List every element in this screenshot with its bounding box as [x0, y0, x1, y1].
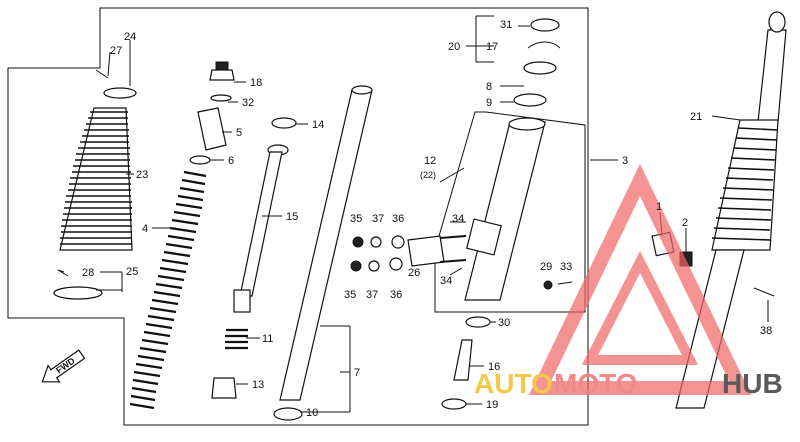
callout-17: 17	[486, 41, 498, 53]
forward-direction-arrow: FWD	[41, 349, 86, 383]
callout-16: 16	[488, 361, 500, 373]
callout-37-lower: 37	[366, 289, 378, 301]
watermark-logo	[528, 163, 752, 395]
callout-31: 31	[500, 19, 512, 31]
washer-36-lower	[389, 257, 403, 271]
clamp-screw-27	[95, 69, 109, 79]
callout-34-lower: 34	[440, 275, 452, 287]
assembly-frame	[7, 7, 589, 426]
slider-bracket-outline	[434, 111, 586, 313]
callout-36-upper: 36	[392, 213, 404, 225]
stud-34-upper	[439, 235, 467, 239]
washer-37-upper	[370, 236, 382, 248]
callout-6: 6	[228, 155, 234, 167]
callout-4: 4	[142, 223, 148, 235]
watermark-auto: AUTO	[474, 368, 553, 399]
washer-37-lower	[368, 260, 380, 272]
callout-33: 33	[560, 261, 572, 273]
callout-11: 11	[262, 333, 273, 345]
callout-9: 9	[486, 97, 492, 109]
lower-boot-clamp	[53, 286, 103, 300]
callout-10: 10	[306, 407, 318, 419]
nut-35-upper	[352, 236, 364, 248]
callout-7: 7	[354, 367, 360, 379]
callout-37-upper: 37	[372, 213, 384, 225]
callout-38: 38	[760, 325, 772, 337]
callout-19: 19	[486, 399, 498, 411]
drain-bolt-33	[557, 281, 573, 285]
washer-6	[189, 155, 211, 165]
dust-seal-31	[530, 18, 560, 32]
back-up-ring-9	[513, 93, 547, 107]
callout-18: 18	[250, 77, 262, 89]
fork-slider-12	[464, 117, 546, 301]
washer-30	[465, 316, 491, 328]
callout-30: 30	[498, 317, 510, 329]
callout-27: 27	[110, 45, 122, 57]
callout-15: 15	[286, 211, 298, 223]
nut-35-lower	[350, 260, 362, 272]
fork-spring-4	[129, 170, 207, 410]
washer-36-upper	[391, 235, 405, 249]
axle-holder-26	[407, 235, 445, 267]
rebound-spring-11	[225, 328, 248, 350]
callout-3: 3	[622, 155, 628, 167]
damper-rod-15	[239, 151, 283, 297]
washer-19	[441, 398, 467, 410]
callout-21: 21	[690, 111, 702, 123]
callout-20: 20	[448, 41, 460, 53]
callout-8: 8	[486, 81, 492, 93]
stud-34-lower	[439, 259, 467, 263]
oil-seal-14	[271, 117, 297, 129]
callout-28: 28	[82, 267, 94, 279]
socket-bolt-16	[453, 339, 473, 381]
callout-14: 14	[312, 119, 324, 131]
callout-12-alt: (22)	[420, 170, 436, 180]
watermark-hub: HUB	[722, 368, 783, 399]
callout-35-upper: 35	[350, 213, 362, 225]
oil-lock-piece-13	[211, 377, 237, 399]
cap-bolt-18	[209, 69, 235, 81]
fork-assembly-21	[675, 11, 787, 409]
callout-32: 32	[242, 97, 254, 109]
dust-boot-23	[59, 107, 133, 251]
callout-12: 12	[424, 155, 436, 167]
watermark-moto: MOTO	[554, 368, 637, 399]
callout-23: 23	[136, 169, 148, 181]
bolt-38	[753, 287, 775, 297]
callout-35-lower: 35	[344, 289, 356, 301]
drain-washer-29	[543, 280, 553, 290]
o-ring-32	[210, 94, 232, 102]
spacer-5	[197, 107, 227, 151]
callout-25: 25	[126, 266, 138, 278]
damper-rod-end	[233, 289, 251, 313]
callout-36-lower: 36	[390, 289, 402, 301]
callout-24: 24	[124, 31, 136, 43]
callout-29: 29	[540, 261, 552, 273]
callout-13: 13	[252, 379, 264, 391]
callout-2: 2	[682, 217, 688, 229]
upper-boot-clamp	[103, 87, 137, 99]
callout-5: 5	[236, 127, 242, 139]
callout-34-upper: 34	[452, 213, 464, 225]
tube-seat-10	[273, 407, 303, 421]
oil-seal-8	[523, 61, 557, 75]
stopper-ring-17	[527, 41, 561, 49]
callout-1: 1	[656, 201, 662, 213]
callout-26: 26	[408, 267, 420, 279]
